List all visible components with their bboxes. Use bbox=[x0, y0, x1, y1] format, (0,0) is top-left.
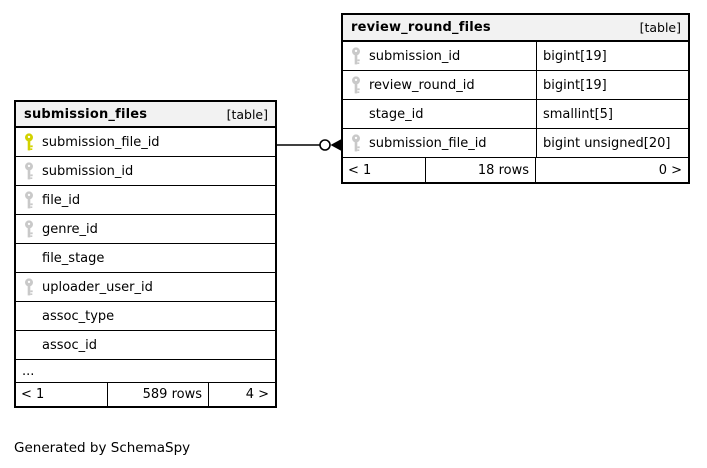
hidden-columns-ellipsis: ... bbox=[16, 360, 275, 383]
column-name: file_stage bbox=[42, 250, 105, 266]
index-key-icon bbox=[351, 134, 361, 152]
column-row: uploader_user_id bbox=[16, 273, 275, 302]
column-row: genre_id bbox=[16, 215, 275, 244]
index-key-icon bbox=[24, 162, 34, 180]
column-name: submission_file_id bbox=[369, 135, 487, 151]
children-count: 4 > bbox=[245, 387, 269, 402]
column-row: review_round_id bigint[19] bbox=[343, 71, 688, 100]
index-key-icon bbox=[24, 191, 34, 209]
column-type: bigint unsigned[20] bbox=[543, 135, 671, 151]
column-name: assoc_type bbox=[42, 308, 115, 324]
table-header: submission_files [table] bbox=[16, 102, 275, 128]
column-name: submission_file_id bbox=[42, 134, 160, 150]
column-name: submission_id bbox=[369, 48, 461, 64]
column-name: genre_id bbox=[42, 221, 98, 237]
table-header: review_round_files [table] bbox=[343, 15, 688, 42]
column-row: submission_file_id bbox=[16, 128, 275, 157]
column-row: assoc_type bbox=[16, 302, 275, 331]
table-footer: < 1 18 rows 0 > bbox=[343, 158, 688, 182]
column-row: submission_id bbox=[16, 157, 275, 186]
column-type: bigint[19] bbox=[543, 77, 607, 93]
table-node-review-round-files[interactable]: review_round_files [table] submission_id… bbox=[341, 13, 690, 184]
table-type-tag: [table] bbox=[639, 20, 681, 35]
table-title[interactable]: submission_files bbox=[24, 106, 148, 122]
parents-count: < 1 bbox=[343, 158, 426, 182]
index-key-icon bbox=[351, 76, 361, 94]
children-count: 0 > bbox=[658, 162, 682, 178]
column-row: file_id bbox=[16, 186, 275, 215]
primary-key-icon bbox=[24, 133, 34, 151]
table-node-submission-files[interactable]: submission_files [table] submission_file… bbox=[14, 100, 277, 408]
row-count: 589 rows bbox=[108, 383, 209, 406]
column-name: stage_id bbox=[369, 106, 424, 122]
column-type: smallint[5] bbox=[543, 106, 613, 122]
parents-count: < 1 bbox=[16, 383, 108, 406]
column-type: bigint[19] bbox=[543, 48, 607, 64]
table-type-tag: [table] bbox=[226, 106, 268, 122]
generated-by-caption: Generated by SchemaSpy bbox=[14, 440, 191, 456]
column-name: submission_id bbox=[42, 163, 134, 179]
column-name: review_round_id bbox=[369, 77, 475, 93]
column-row: submission_id bigint[19] bbox=[343, 42, 688, 71]
column-row: file_stage bbox=[16, 244, 275, 273]
column-row: submission_file_id bigint unsigned[20] bbox=[343, 129, 688, 158]
column-name: assoc_id bbox=[42, 337, 97, 353]
index-key-icon bbox=[24, 220, 34, 238]
row-count: 18 rows bbox=[426, 158, 536, 182]
index-key-icon bbox=[24, 278, 34, 296]
column-name: uploader_user_id bbox=[42, 279, 153, 295]
table-title[interactable]: review_round_files bbox=[351, 20, 491, 35]
column-row: stage_id smallint[5] bbox=[343, 100, 688, 129]
column-name: file_id bbox=[42, 192, 81, 208]
index-key-icon bbox=[351, 47, 361, 65]
table-footer: < 1 589 rows 4 > bbox=[16, 383, 275, 406]
column-row: assoc_id bbox=[16, 331, 275, 360]
